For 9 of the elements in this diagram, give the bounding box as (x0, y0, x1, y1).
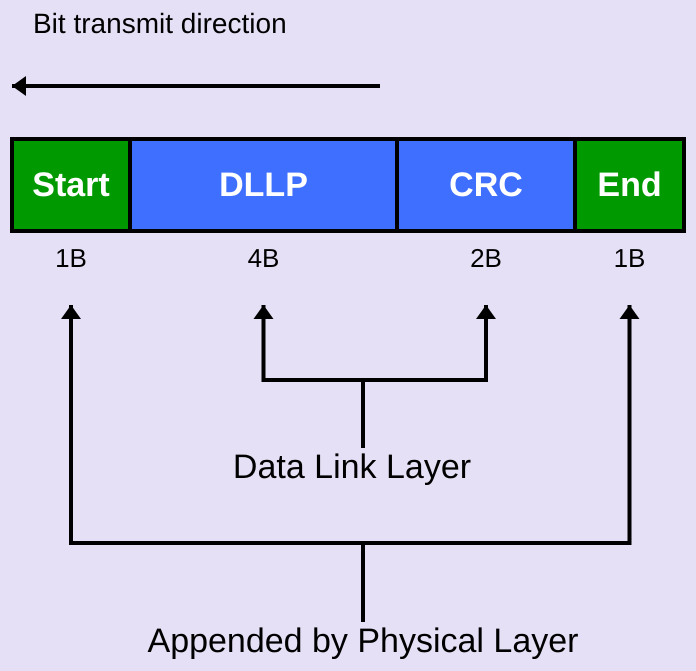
layer-label: Appended by Physical Layer (148, 622, 578, 661)
layer-label: Data Link Layer (232, 448, 472, 487)
direction-label: Bit transmit direction (33, 8, 287, 40)
arrow (361, 305, 640, 622)
byte-size: 1B (55, 243, 87, 274)
arrow (361, 305, 496, 448)
byte-size: 2B (470, 243, 502, 274)
byte-size: 1B (614, 243, 646, 274)
byte-size: 4B (248, 243, 280, 274)
